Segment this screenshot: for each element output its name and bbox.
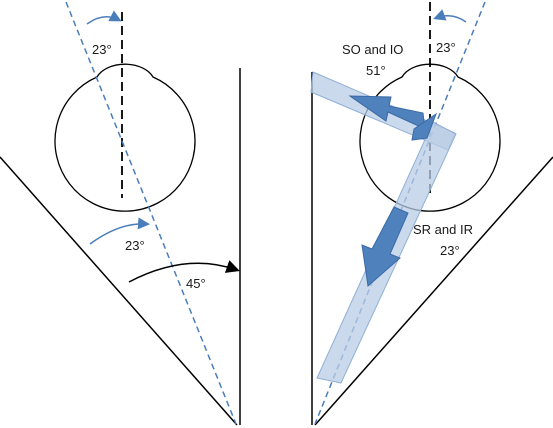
right-top-angle-label: 23° — [436, 40, 456, 55]
oblique-muscle-label: SO and IO — [342, 42, 403, 57]
left-top-angle-arrow — [86, 10, 122, 25]
rectus-muscle-arrow — [411, 112, 438, 141]
oblique-muscle-arrow — [348, 95, 426, 130]
left-panel: 23° 23° 45° — [0, 1, 241, 426]
right-panel: SO and IO 51° 23° SR and IR 23° — [310, 1, 553, 426]
left-top-angle-label: 23° — [92, 42, 112, 57]
rectus-muscle-label: SR and IR — [413, 222, 473, 237]
rectus-angle-label: 23° — [440, 243, 460, 258]
right-orbit-lateral-wall — [314, 156, 553, 426]
right-top-angle-arrow — [433, 9, 467, 23]
left-visual-axis — [65, 1, 237, 425]
left-bottom-angle-label: 45° — [186, 276, 206, 291]
left-45-angle-arrow — [128, 260, 240, 283]
right-visual-axis — [314, 1, 486, 425]
left-middle-angle-label: 23° — [125, 238, 145, 253]
left-eyeball — [54, 63, 196, 212]
right-eyeball — [359, 63, 501, 212]
left-orbit-lateral-wall — [0, 156, 238, 426]
oblique-angle-label: 51° — [366, 63, 386, 78]
rectus-muscle-arrow-lower — [361, 206, 409, 287]
left-middle-angle-arrow — [89, 217, 150, 245]
